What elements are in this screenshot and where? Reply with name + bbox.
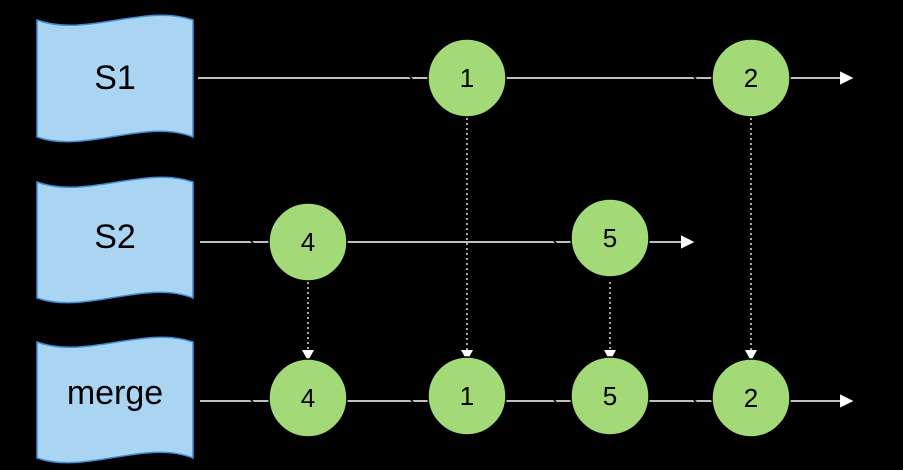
tick-marks [244, 70, 703, 409]
event-value: 5 [603, 381, 617, 411]
event-marble [570, 356, 650, 436]
banner-label: S1 [94, 59, 136, 97]
s2-event-4: 4 [268, 202, 348, 282]
tick-mark [403, 70, 419, 86]
merge-event-5: 5 [570, 356, 650, 436]
connector-arrowhead [461, 350, 473, 361]
tick-mark [547, 234, 563, 250]
merge-connectors [302, 118, 757, 361]
banner-shape [36, 336, 194, 464]
connector-arrowhead [302, 350, 314, 361]
s1-event-2: 2 [711, 38, 791, 118]
connector-arrowhead [745, 350, 757, 361]
connector-arrowhead [604, 350, 616, 361]
banner-merge: merge [36, 336, 194, 464]
tick-mark [244, 234, 260, 250]
event-value: 1 [460, 381, 474, 411]
banner-shape [36, 14, 194, 143]
tick-mark [404, 393, 420, 409]
banner-s1: S1 [36, 14, 194, 143]
event-value: 5 [603, 223, 617, 253]
event-value: 4 [301, 227, 315, 257]
tick-mark [547, 393, 563, 409]
event-value: 2 [744, 63, 758, 93]
merge-event-4: 4 [268, 358, 348, 438]
event-value: 1 [460, 63, 474, 93]
banner-label: merge [67, 374, 163, 412]
event-marble [570, 198, 650, 278]
event-value: 2 [744, 383, 758, 413]
banner-shape [36, 176, 194, 304]
merge-event-2: 2 [711, 358, 791, 438]
merge-event-1: 1 [427, 356, 507, 436]
event-marble [427, 356, 507, 436]
tick-mark [687, 393, 703, 409]
event-marble [711, 358, 791, 438]
tick-mark [687, 70, 703, 86]
banner-label: S2 [94, 218, 136, 256]
tick-mark [244, 393, 260, 409]
event-value: 4 [301, 383, 315, 413]
event-marble [711, 38, 791, 118]
event-marble [427, 38, 507, 118]
event-marble [268, 358, 348, 438]
event-marble [268, 202, 348, 282]
banner-s2: S2 [36, 176, 194, 304]
s1-event-1: 1 [427, 38, 507, 118]
s2-event-5: 5 [570, 198, 650, 278]
